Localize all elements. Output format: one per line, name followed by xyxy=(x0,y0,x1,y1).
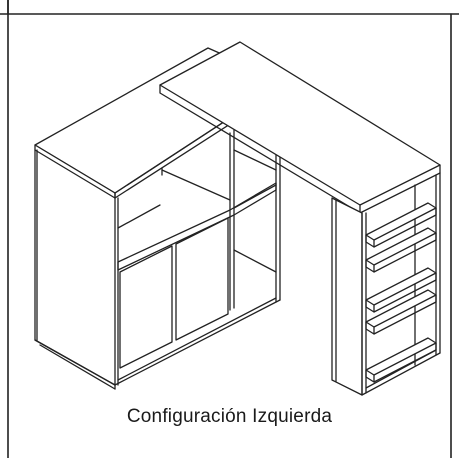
left-door xyxy=(119,245,173,369)
configuration-caption: Configuración Izquierda xyxy=(126,406,333,427)
middle-shelf xyxy=(117,182,277,271)
right-door xyxy=(175,217,229,341)
